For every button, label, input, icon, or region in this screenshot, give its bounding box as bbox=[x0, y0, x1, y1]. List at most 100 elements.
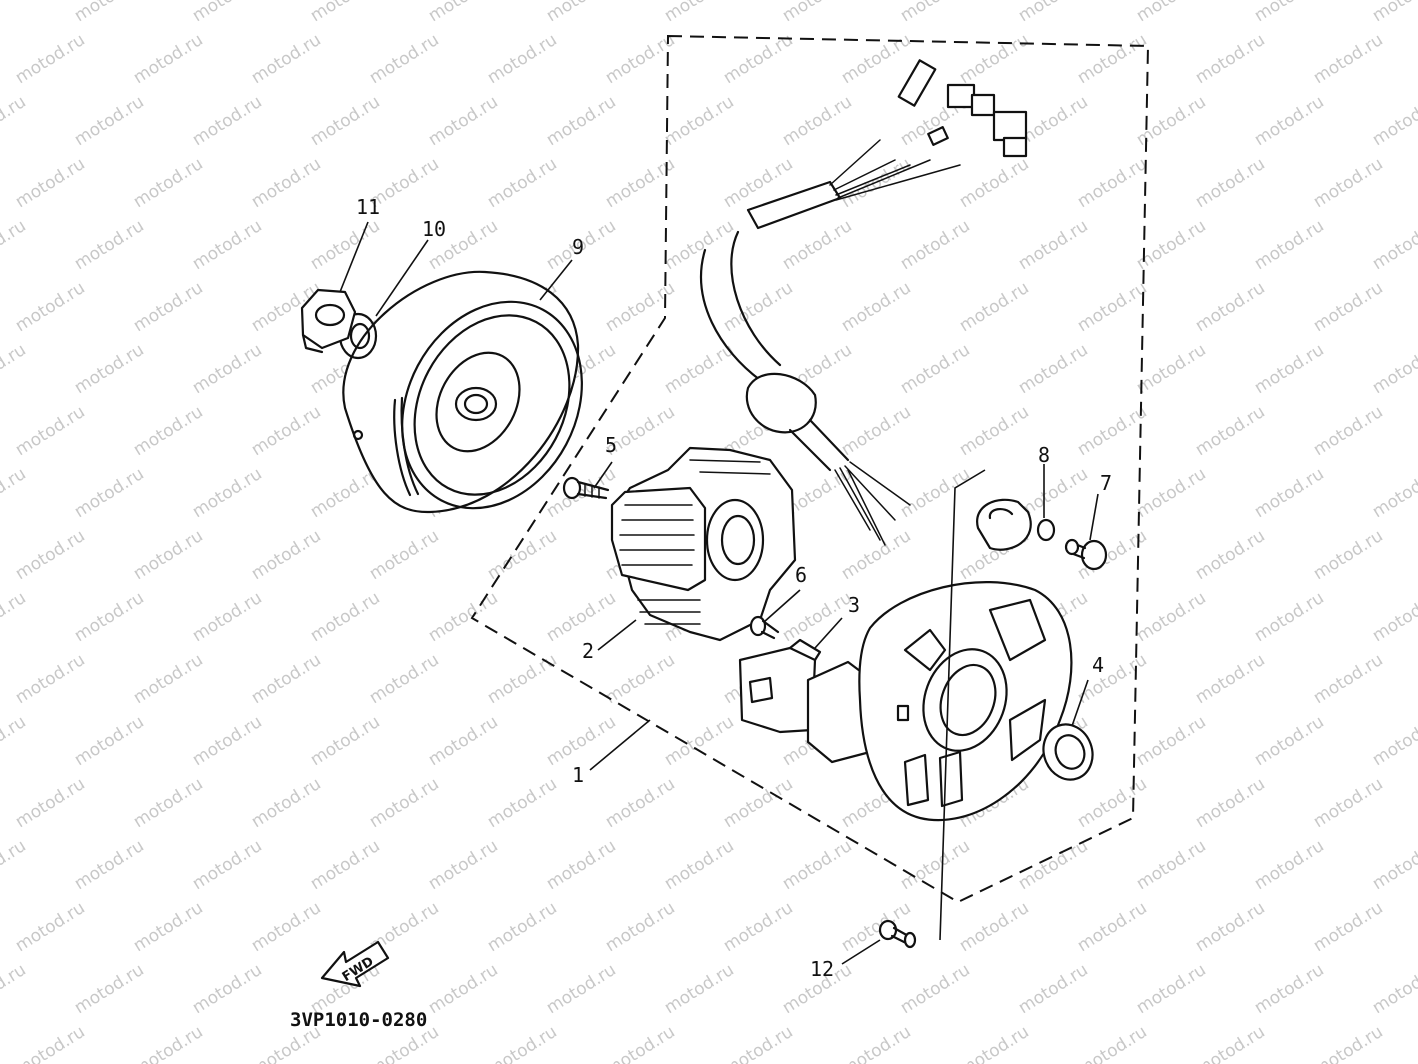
watermark-text: motod.ru bbox=[661, 216, 738, 274]
watermark-text: motod.ru bbox=[1369, 960, 1418, 1018]
watermark-text: motod.ru bbox=[1251, 464, 1328, 522]
watermark-text: motod.ru bbox=[189, 0, 266, 26]
watermark-text: motod.ru bbox=[1074, 898, 1151, 956]
watermark-text: motod.ru bbox=[12, 526, 89, 584]
watermark-text: motod.ru bbox=[956, 898, 1033, 956]
watermark-text: motod.ru bbox=[1251, 960, 1328, 1018]
watermark-text: motod.ru bbox=[1074, 774, 1151, 832]
watermark-text: motod.ru bbox=[956, 402, 1033, 460]
watermark-text: motod.ru bbox=[661, 960, 738, 1018]
watermark-text: motod.ru bbox=[779, 836, 856, 894]
watermark-text: motod.ru bbox=[248, 526, 325, 584]
watermark-text: motod.ru bbox=[1015, 960, 1092, 1018]
watermark-text: motod.ru bbox=[1369, 836, 1418, 894]
watermark-text: motod.ru bbox=[12, 154, 89, 212]
watermark-text: motod.ru bbox=[1251, 0, 1328, 26]
watermark-text: motod.ru bbox=[1192, 30, 1269, 88]
watermark-text: motod.ru bbox=[484, 526, 561, 584]
watermark-text: motod.ru bbox=[307, 216, 384, 274]
watermark-text: motod.ru bbox=[0, 588, 30, 646]
watermark-text: motod.ru bbox=[1310, 898, 1387, 956]
watermark-text: motod.ru bbox=[602, 774, 679, 832]
watermark-text: motod.ru bbox=[484, 30, 561, 88]
watermark-text: motod.ru bbox=[71, 836, 148, 894]
watermark-text: motod.ru bbox=[838, 402, 915, 460]
watermark-text: motod.ru bbox=[1074, 650, 1151, 708]
watermark-text: motod.ru bbox=[248, 402, 325, 460]
callout-10: 10 bbox=[422, 217, 446, 241]
watermark-text: motod.ru bbox=[897, 340, 974, 398]
watermark-text: motod.ru bbox=[1133, 0, 1210, 26]
watermark-text: motod.ru bbox=[720, 278, 797, 336]
watermark-text: motod.ru bbox=[425, 0, 502, 26]
nut bbox=[300, 288, 357, 354]
watermark-text: motod.ru bbox=[189, 836, 266, 894]
watermark-text: motod.ru bbox=[543, 464, 620, 522]
watermark-text: motod.ru bbox=[248, 154, 325, 212]
watermark-text: motod.ru bbox=[1251, 712, 1328, 770]
callout-8: 8 bbox=[1038, 443, 1050, 467]
watermark-text: motod.ru bbox=[1074, 154, 1151, 212]
watermark-text: motod.ru bbox=[71, 960, 148, 1018]
watermark-text: motod.ru bbox=[425, 836, 502, 894]
watermark-text: motod.ru bbox=[779, 0, 856, 26]
watermark-text: motod.ru bbox=[543, 92, 620, 150]
watermark-text: motod.ru bbox=[956, 1022, 1033, 1064]
watermark-text: motod.ru bbox=[1310, 526, 1387, 584]
callout-9: 9 bbox=[572, 235, 584, 259]
watermark-text: motod.ru bbox=[1310, 1022, 1387, 1064]
watermark-text: motod.ru bbox=[189, 340, 266, 398]
watermark-text: motod.ru bbox=[130, 774, 207, 832]
watermark-text: motod.ru bbox=[130, 30, 207, 88]
watermark-text: motod.ru bbox=[484, 774, 561, 832]
watermark-text: motod.ru bbox=[0, 712, 30, 770]
watermark-text: motod.ru bbox=[1133, 464, 1210, 522]
watermark-text: motod.ru bbox=[130, 526, 207, 584]
watermark-text: motod.ru bbox=[1133, 216, 1210, 274]
watermark-text: motod.ru bbox=[307, 836, 384, 894]
watermark-text: motod.ru bbox=[779, 92, 856, 150]
callout-5: 5 bbox=[605, 433, 617, 457]
watermark-text: motod.ru bbox=[720, 774, 797, 832]
watermark-text: motod.ru bbox=[71, 464, 148, 522]
watermark-text: motod.ru bbox=[1074, 1022, 1151, 1064]
watermark-text: motod.ru bbox=[1310, 154, 1387, 212]
watermark-text: motod.ru bbox=[1251, 216, 1328, 274]
watermark-text: motod.ru bbox=[248, 30, 325, 88]
watermark-text: motod.ru bbox=[484, 650, 561, 708]
watermark-text: motod.ru bbox=[1251, 836, 1328, 894]
watermark-text: motod.ru bbox=[1015, 340, 1092, 398]
watermark-text: motod.ru bbox=[1015, 836, 1092, 894]
watermark-text: motod.ru bbox=[1369, 464, 1418, 522]
watermark-text: motod.ru bbox=[189, 216, 266, 274]
screw-5 bbox=[562, 476, 610, 500]
watermark-text: motod.ru bbox=[130, 278, 207, 336]
watermark-text: motod.ru bbox=[0, 92, 30, 150]
watermark-text: motod.ru bbox=[897, 960, 974, 1018]
stator bbox=[610, 446, 797, 642]
watermark-text: motod.ru bbox=[779, 216, 856, 274]
watermark-text: motod.ru bbox=[425, 588, 502, 646]
watermark-text: motod.ru bbox=[1192, 526, 1269, 584]
watermark-text: motod.ru bbox=[366, 526, 443, 584]
watermark-text: motod.ru bbox=[12, 278, 89, 336]
watermark-text: motod.ru bbox=[0, 216, 30, 274]
watermark-text: motod.ru bbox=[602, 898, 679, 956]
watermark-text: motod.ru bbox=[0, 0, 30, 26]
base-plate bbox=[858, 581, 1073, 822]
watermark-text: motod.ru bbox=[71, 92, 148, 150]
oil-seal bbox=[1042, 723, 1094, 781]
watermark-text: motod.ru bbox=[0, 960, 30, 1018]
watermark-text: motod.ru bbox=[543, 960, 620, 1018]
watermark-text: motod.ru bbox=[366, 774, 443, 832]
callout-6: 6 bbox=[795, 563, 807, 587]
watermark-text: motod.ru bbox=[661, 340, 738, 398]
watermark-text: motod.ru bbox=[1310, 774, 1387, 832]
watermark-text: motod.ru bbox=[543, 712, 620, 770]
leader-lines bbox=[339, 221, 1099, 965]
watermark-text: motod.ru bbox=[1251, 340, 1328, 398]
watermark-text: motod.ru bbox=[71, 588, 148, 646]
watermark-text: motod.ru bbox=[1251, 588, 1328, 646]
callout-4: 4 bbox=[1092, 653, 1104, 677]
callout-7: 7 bbox=[1100, 471, 1112, 495]
